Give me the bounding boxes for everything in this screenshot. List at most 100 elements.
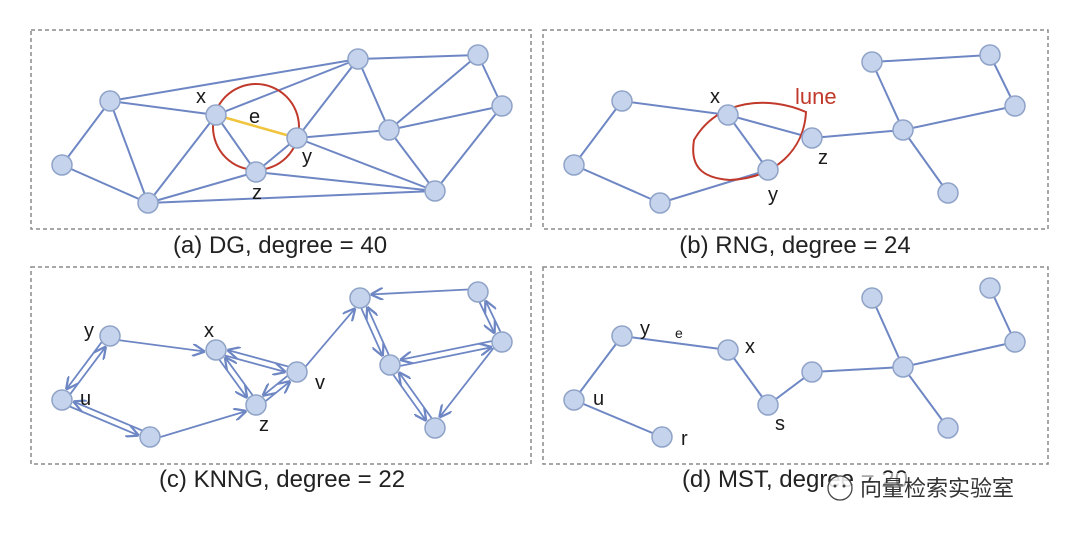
- knng-arrow-19: [400, 347, 490, 367]
- caption-rng: (b) RNG, degree = 24: [679, 232, 910, 259]
- dg-edge-13: [296, 58, 359, 139]
- dg-node-4: [286, 127, 308, 149]
- dg-label-e: e: [249, 106, 260, 128]
- knng-arrow-10: [263, 375, 288, 395]
- knng-node-2: [139, 426, 161, 448]
- mst-node-2: [651, 426, 673, 448]
- rng-node-5: [801, 127, 823, 149]
- knng-arrow-15: [372, 290, 468, 295]
- knng-node-1: [99, 325, 121, 347]
- knng-node-6: [349, 287, 371, 309]
- dg-node-1: [99, 90, 121, 112]
- rng-node-1: [611, 90, 633, 112]
- rng-edge-4: [659, 169, 769, 204]
- dg-edge-9: [109, 58, 359, 102]
- rng-node-0: [563, 154, 585, 176]
- mst-edge-6: [871, 297, 904, 368]
- rng-edge-2: [621, 100, 729, 116]
- knng-arrow-22: [399, 373, 433, 419]
- mst-edge-9: [902, 366, 949, 429]
- dg-node-2: [137, 192, 159, 214]
- dg-label-x: x: [196, 86, 206, 108]
- knng-node-8: [491, 331, 513, 353]
- knng-node-5: [245, 394, 267, 416]
- dg-edge-6: [215, 114, 257, 173]
- dg-edge-20: [296, 137, 436, 192]
- knng-arrow-17: [486, 302, 502, 333]
- knng-arrow-16: [478, 301, 494, 332]
- knng-node-4: [286, 361, 308, 383]
- watermark: 向量检索实验室: [827, 473, 1044, 502]
- rng-edge-3: [727, 114, 769, 171]
- mst-label-s: s: [775, 413, 785, 435]
- rng-node-6: [861, 51, 883, 73]
- rng-edge-7: [871, 61, 904, 131]
- knng-arrow-13: [360, 307, 382, 355]
- mst-label-y: y: [640, 318, 650, 340]
- rng-edge-11: [902, 129, 949, 194]
- rng-label-z: z: [818, 147, 828, 169]
- rng-node-4: [757, 159, 779, 181]
- panel-frame-dg: [30, 29, 532, 230]
- mst-node-10: [937, 417, 959, 439]
- knng-node-3: [205, 339, 227, 361]
- mst-node-9: [892, 356, 914, 378]
- knng-label-z: z: [259, 414, 269, 436]
- dg-node-5: [245, 161, 267, 183]
- knng-arrow-11: [160, 411, 245, 438]
- rng-node-9: [892, 119, 914, 141]
- rng-node-3: [717, 104, 739, 126]
- panel-frame-mst: [542, 266, 1049, 465]
- rng-node-7: [979, 44, 1001, 66]
- dg-edge-4: [147, 114, 217, 204]
- rng-edge-6: [811, 129, 904, 139]
- dg-node-9: [378, 119, 400, 141]
- rng-edge-10: [902, 105, 1016, 131]
- dg-label-y: y: [302, 146, 312, 168]
- dg-edge-0: [61, 100, 111, 166]
- mst-label-x: x: [745, 336, 755, 358]
- mst-label-u: u: [593, 388, 604, 410]
- dg-node-3: [205, 104, 227, 126]
- dg-edge-22: [147, 190, 436, 204]
- mst-node-6: [861, 287, 883, 309]
- mst-edge-5: [811, 366, 904, 373]
- knng-label-v: v: [315, 372, 325, 394]
- mst-node-4: [757, 394, 779, 416]
- dg-edge-11: [357, 54, 479, 60]
- knng-arrow-21: [392, 374, 425, 420]
- rng-edge-8: [871, 54, 991, 63]
- knng-arrow-1: [69, 405, 138, 435]
- dg-edge-7: [215, 113, 298, 140]
- knng-arrow-2: [69, 347, 105, 395]
- knng-arrow-20: [440, 347, 495, 417]
- dg-node-10: [424, 180, 446, 202]
- mst-node-7: [979, 277, 1001, 299]
- mst-edge-1: [573, 399, 663, 438]
- mst-edge-3: [727, 349, 769, 406]
- rng-lune: [692, 101, 808, 182]
- panel-frame-knng: [30, 266, 532, 465]
- mst-label-e: e: [675, 325, 683, 341]
- dg-node-0: [51, 154, 73, 176]
- mst-edge-7: [902, 341, 1016, 368]
- dg-node-8: [491, 95, 513, 117]
- dg-edge-19: [296, 129, 390, 139]
- dg-edge-18: [388, 129, 436, 192]
- knng-arrow-4: [119, 339, 204, 351]
- panel-frame-rng: [542, 29, 1049, 230]
- knng-arrow-5: [218, 359, 246, 397]
- knng-arrow-3: [67, 341, 103, 388]
- knng-node-0: [51, 389, 73, 411]
- knng-label-u: u: [80, 388, 91, 410]
- knng-arrow-14: [368, 308, 390, 356]
- knng-arrow-8: [228, 350, 289, 368]
- mst-edge-0: [573, 335, 623, 401]
- knng-arrow-12: [305, 309, 355, 367]
- dg-edge-12: [357, 58, 390, 131]
- knng-arrow-18: [401, 340, 492, 360]
- mst-label-r: r: [681, 428, 688, 450]
- knng-label-y: y: [84, 320, 94, 342]
- mst-edge-2: [621, 335, 729, 351]
- dg-node-6: [347, 48, 369, 70]
